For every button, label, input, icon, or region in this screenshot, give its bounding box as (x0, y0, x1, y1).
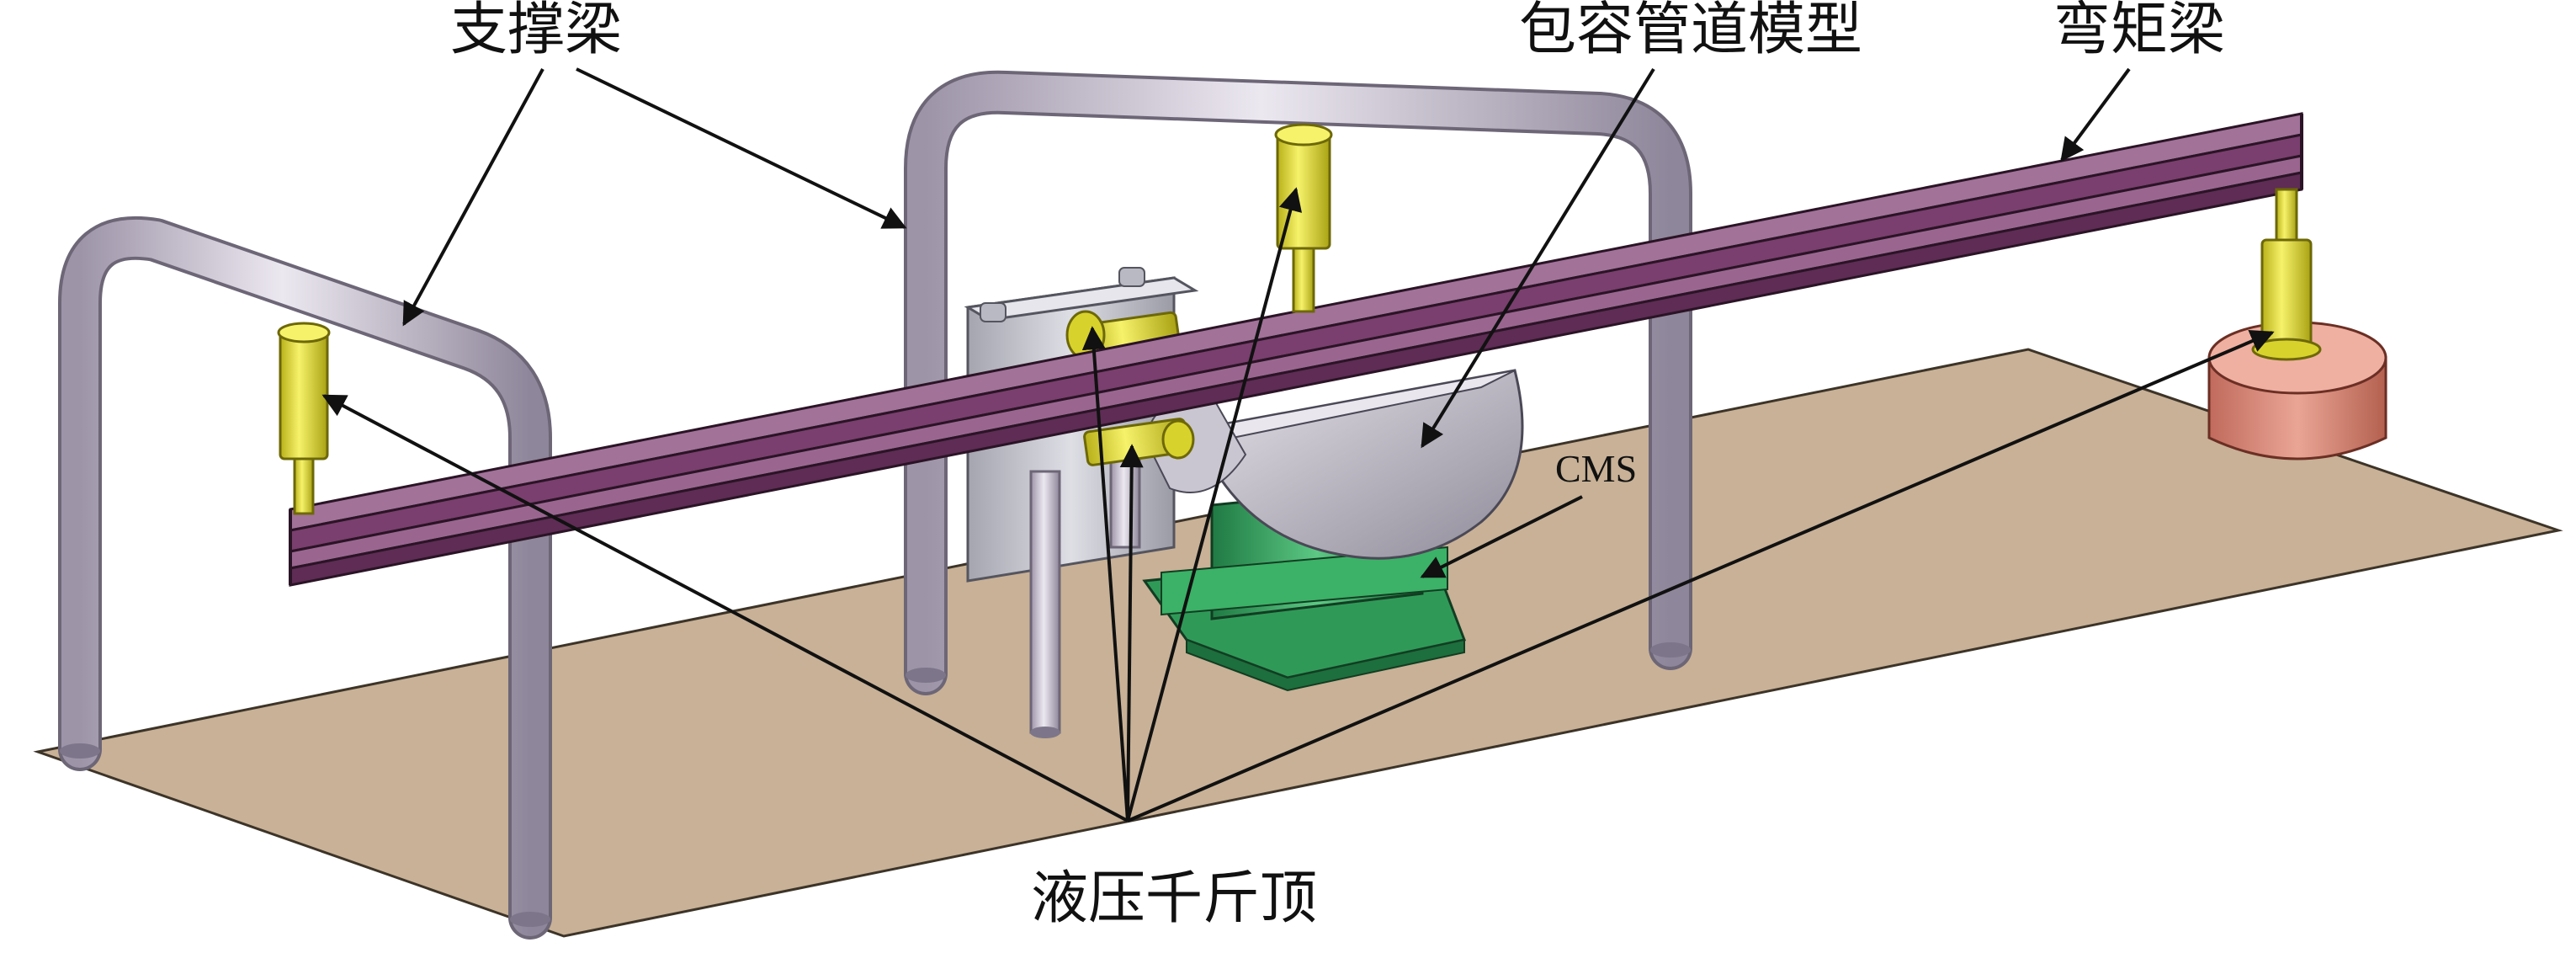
jack-horizontal-lower (1083, 418, 1195, 466)
left-support-frame (58, 216, 552, 940)
label-pipe-model: 包容管道模型 (1519, 0, 1862, 63)
leader-jack-horizontal-lower (1119, 444, 1144, 822)
leader-lines (321, 67, 2275, 823)
leader-cms (1420, 495, 1583, 578)
jack-vertical-right (2251, 188, 2322, 361)
label-moment-beam: 弯矩梁 (2053, 0, 2225, 63)
leader-pipe-model (1421, 67, 1655, 449)
leader-support-middle (576, 67, 907, 229)
middle-support-frame (904, 70, 1692, 695)
leader-moment-beam (2060, 67, 2131, 162)
label-support-beam: 支撑梁 (450, 0, 622, 63)
jack-vertical-middle (1274, 123, 1333, 313)
leader-support-left (402, 68, 544, 327)
leader-jack-middle (1126, 187, 1303, 822)
jack-vertical-left (277, 322, 331, 515)
label-hydraulic-jack: 液压千斤顶 (1031, 865, 1317, 932)
moment-beam (289, 112, 2303, 587)
label-cms: CMS (1555, 447, 1637, 490)
leader-jack-horizontal-upper (1081, 326, 1129, 822)
leader-jack-left (321, 394, 1129, 823)
leader-jack-right (1127, 330, 2275, 823)
